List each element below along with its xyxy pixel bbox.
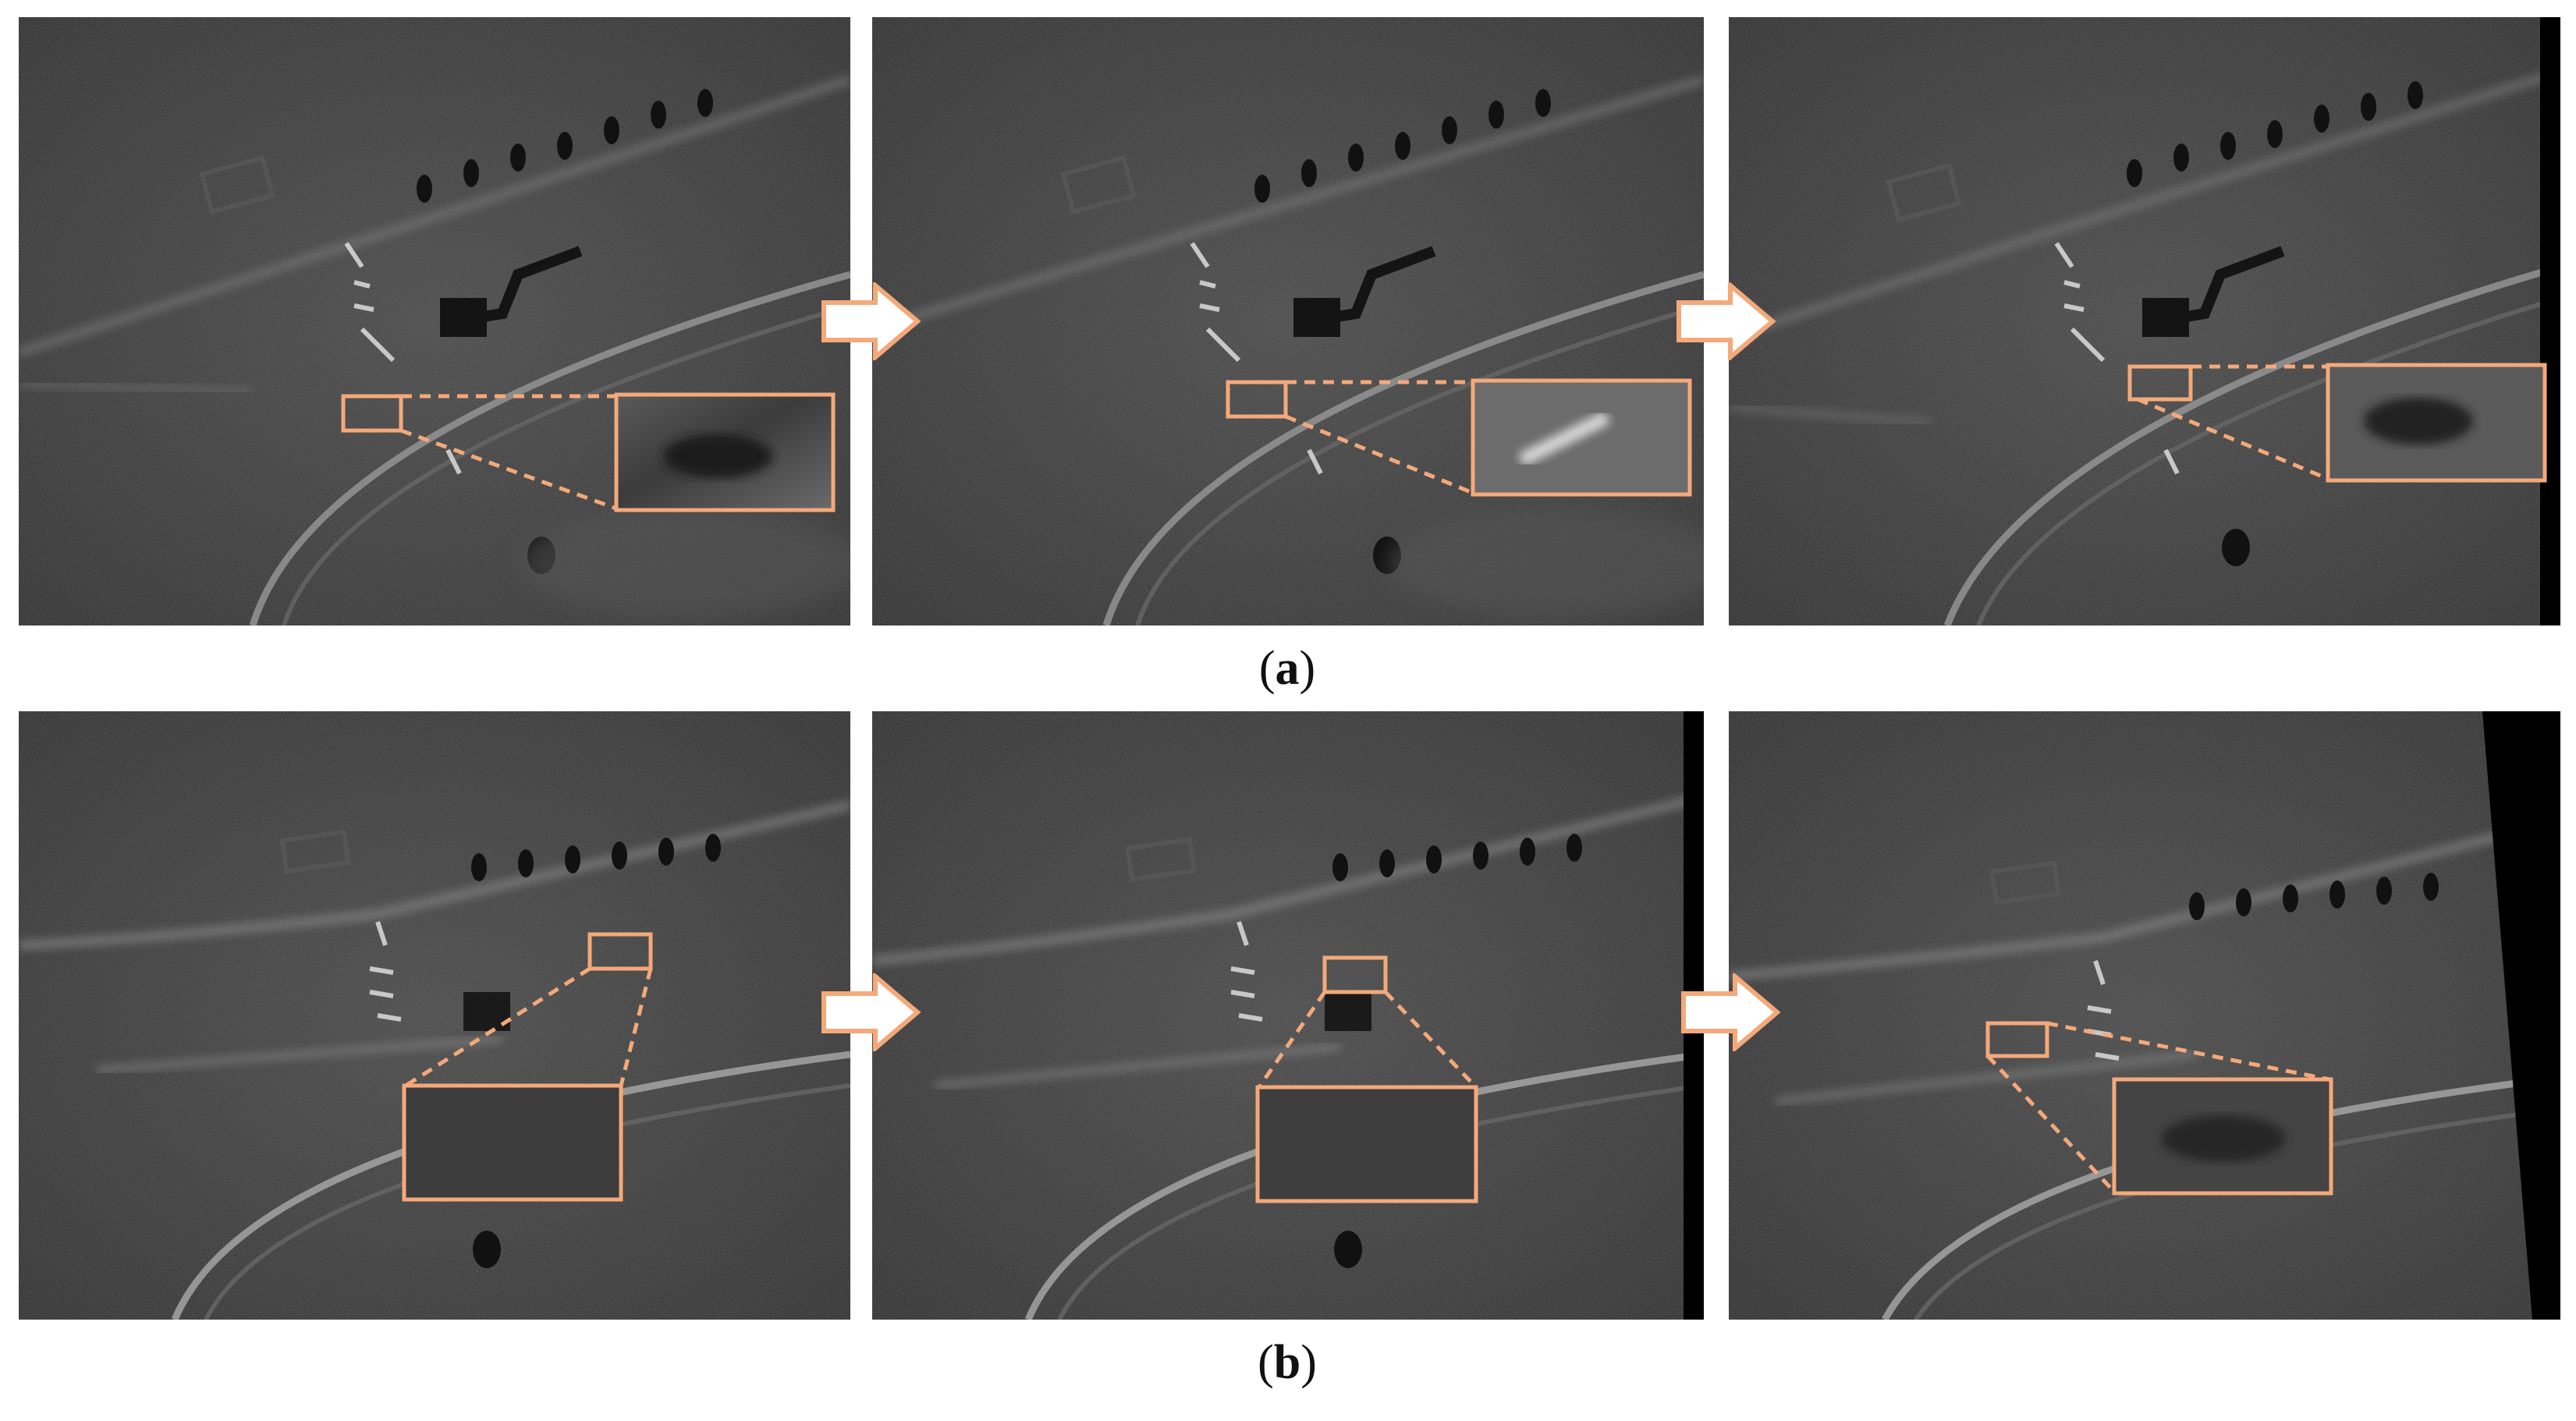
sar-frame-b3 [1729,711,2560,1320]
sar-frame-b2 [872,711,1704,1320]
sar-frame-a2 [872,17,1704,625]
caption-a: (a) [1258,642,1316,695]
right-block-arrow-icon [821,282,921,360]
sar-frame-b1 [19,711,850,1320]
caption-b: (b) [1258,1336,1317,1389]
right-block-arrow-icon [1677,282,1776,360]
sar-frame-a3 [1729,17,2560,625]
right-block-arrow-icon [821,973,921,1051]
sar-frame-a1 [19,17,850,625]
right-block-arrow-icon [1681,973,1781,1051]
